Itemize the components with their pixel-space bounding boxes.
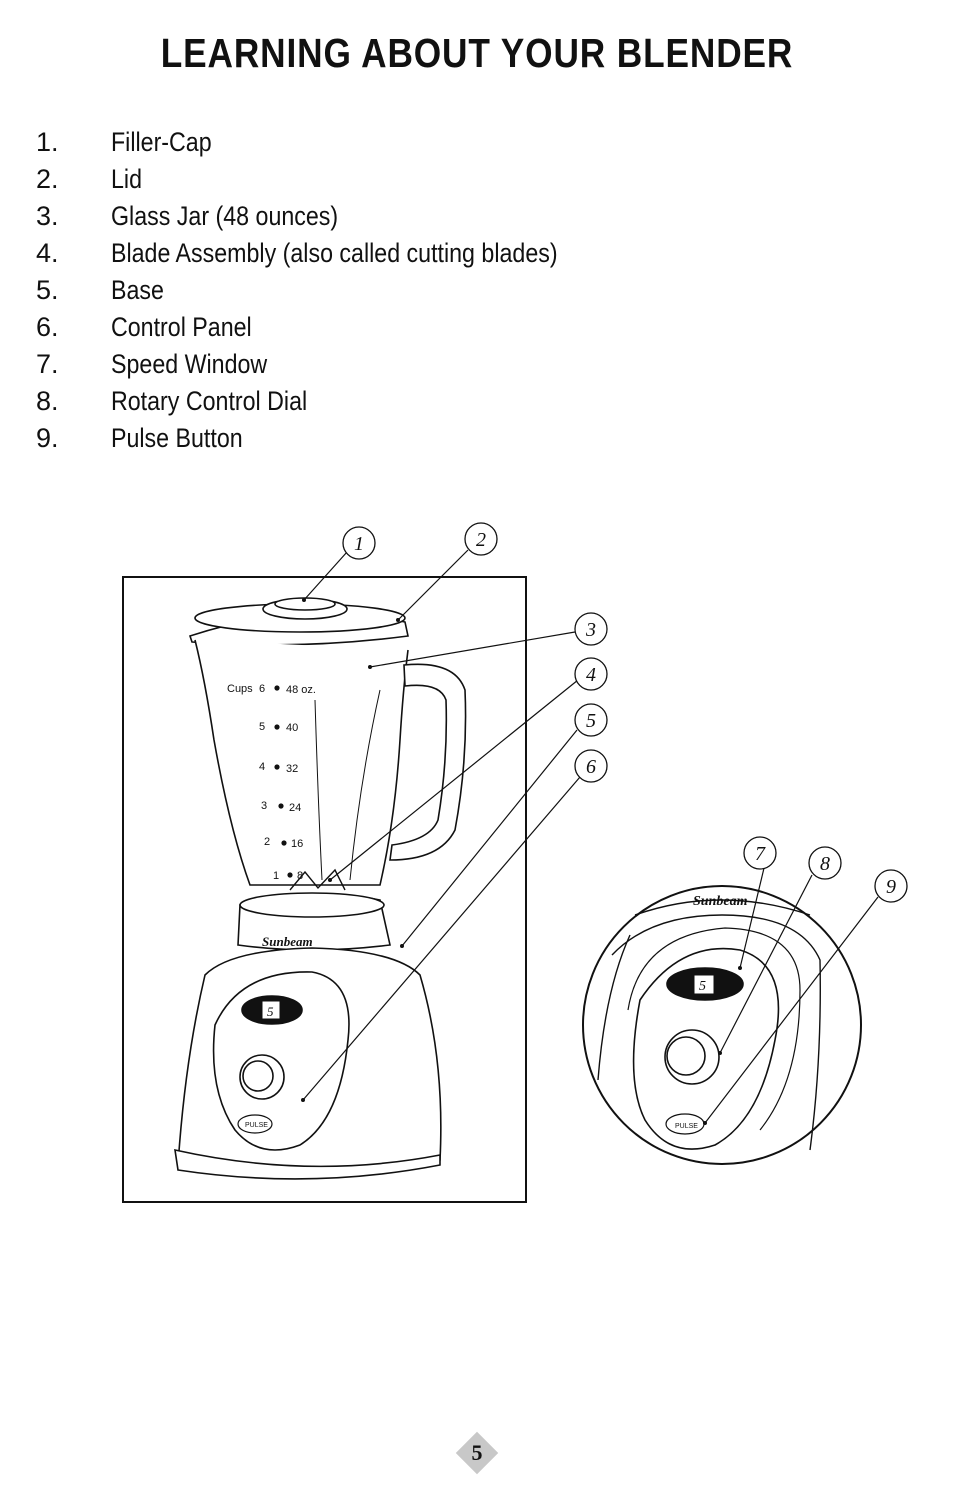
item-label: Pulse Button: [111, 423, 243, 453]
list-item: 8. Rotary Control Dial: [36, 383, 630, 420]
page-number: 5: [471, 1440, 483, 1465]
ounce-mark: 16: [291, 838, 303, 850]
zoom-speed-display: 5: [699, 979, 706, 994]
callout-number: 3: [585, 619, 596, 641]
item-label: Blade Assembly (also called cutting blad…: [111, 238, 558, 268]
list-item: 7. Speed Window: [36, 346, 630, 383]
ounce-mark: 40: [286, 722, 298, 734]
list-item: 2. Lid: [36, 161, 630, 198]
list-item: 1. Filler-Cap: [36, 124, 630, 161]
ounce-mark: 8: [297, 870, 303, 882]
item-number: 9.: [36, 423, 59, 453]
pulse-label: PULSE: [245, 1122, 268, 1129]
item-number: 7.: [36, 349, 59, 379]
callout-number: 9: [886, 876, 896, 898]
brand-logo: Sunbeam: [262, 934, 313, 949]
item-label: Filler-Cap: [111, 127, 212, 157]
item-number: 2.: [36, 164, 59, 194]
item-number: 8.: [36, 386, 59, 416]
ounce-mark: 24: [289, 802, 301, 814]
cup-mark: 4: [259, 761, 265, 773]
list-item: 9. Pulse Button: [36, 420, 630, 457]
item-number: 3.: [36, 201, 59, 231]
cup-mark: 5: [259, 721, 265, 733]
cups-label: Cups: [227, 683, 253, 695]
callout-number: 2: [476, 529, 486, 551]
item-number: 5.: [36, 275, 59, 305]
list-item: 4. Blade Assembly (also called cutting bl…: [36, 235, 630, 272]
page-number-badge: 5: [455, 1431, 499, 1475]
cup-mark: 3: [261, 800, 267, 812]
measure-dots: [274, 685, 293, 878]
page-title: LEARNING ABOUT YOUR BLENDER: [160, 30, 794, 76]
callout-number: 1: [354, 533, 364, 555]
cup-mark: 2: [264, 836, 270, 848]
item-label: Lid: [111, 164, 142, 194]
zoom-detail: [582, 885, 862, 1165]
item-label: Base: [111, 275, 164, 305]
callout-number: 7: [755, 843, 766, 865]
item-number: 1.: [36, 127, 59, 157]
callout-number: 6: [586, 756, 596, 778]
callout-number: 4: [586, 664, 596, 686]
ounce-mark: 48 oz.: [286, 684, 316, 696]
callout-number: 8: [820, 853, 830, 875]
leader-lines: [302, 549, 879, 1124]
callout-number: 5: [586, 710, 596, 732]
list-item: 3. Glass Jar (48 ounces): [36, 198, 630, 235]
item-label: Glass Jar (48 ounces): [111, 201, 339, 231]
callout-circles: [342, 522, 908, 903]
blender-illustration: [174, 597, 467, 1180]
list-item: 6. Control Panel: [36, 309, 630, 346]
speed-display: 5: [267, 1004, 274, 1019]
item-label: Control Panel: [111, 312, 252, 342]
cup-mark: 6: [259, 683, 265, 695]
zoom-brand-logo: Sunbeam: [693, 894, 748, 909]
ounce-mark: 32: [286, 763, 298, 775]
cup-mark: 1: [273, 870, 279, 882]
parts-list: 1. Filler-Cap 2. Lid 3. Glass Jar (48 ounce…: [36, 124, 630, 457]
item-number: 4.: [36, 238, 59, 268]
list-item: 5. Base: [36, 272, 630, 309]
item-number: 6.: [36, 312, 59, 342]
item-label: Rotary Control Dial: [111, 386, 308, 416]
item-label: Speed Window: [111, 349, 268, 379]
zoom-pulse-label: PULSE: [675, 1123, 698, 1130]
